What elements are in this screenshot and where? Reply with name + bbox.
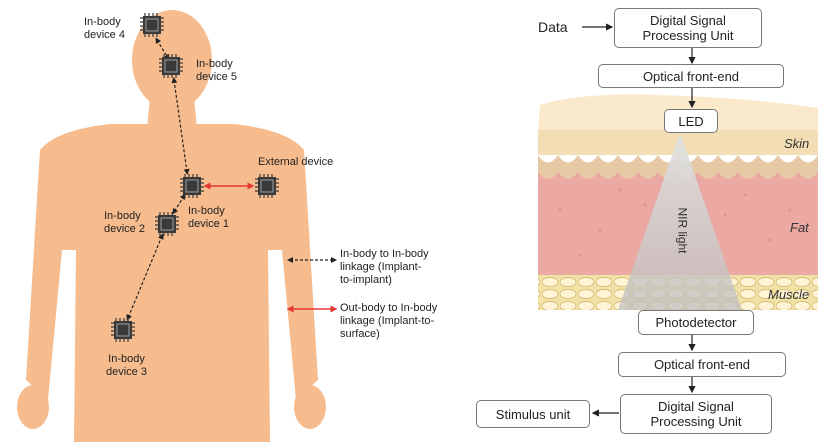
optical-front-end-bottom: Optical front-end [618, 352, 786, 377]
stimulus-unit-box: Stimulus unit [476, 400, 590, 428]
chip-icon-d4 [140, 13, 164, 37]
external-device-label: External device [258, 156, 333, 169]
photodetector-box: Photodetector [638, 310, 754, 335]
muscle-layer-label: Muscle [768, 287, 809, 302]
chip-icon-d1 [180, 174, 204, 198]
chip-icon-d5 [159, 54, 183, 78]
data-input-label: Data [538, 19, 568, 35]
optical-front-end-top: Optical front-end [598, 64, 784, 88]
chip-icon-d3 [111, 318, 135, 342]
nir-light-label: NIR light [676, 207, 689, 253]
chip-icon-external [255, 174, 279, 198]
led-box: LED [664, 109, 718, 133]
fat-layer-label: Fat [790, 220, 809, 235]
chip-icon-d2 [155, 212, 179, 236]
skin-layer-label: Skin [784, 136, 809, 151]
